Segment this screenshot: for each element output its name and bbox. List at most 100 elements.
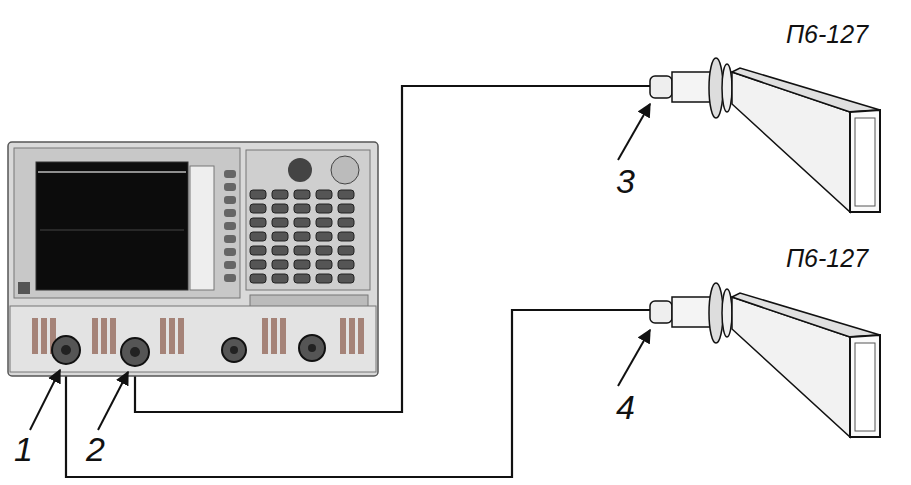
network-analyzer (190, 166, 214, 290)
horn-antenna (709, 58, 723, 118)
keypad (316, 260, 332, 269)
keypad (316, 232, 332, 241)
horn-antenna (850, 110, 880, 212)
network-analyzer (288, 158, 312, 182)
horn-antenna (855, 343, 875, 431)
horn-antenna (732, 297, 850, 437)
keypad (338, 218, 354, 227)
keypad (294, 260, 310, 269)
keypad (294, 274, 310, 283)
keypad (338, 232, 354, 241)
keypad (316, 204, 332, 213)
keypad (250, 246, 266, 255)
keypad (294, 218, 310, 227)
keypad (272, 190, 288, 199)
horn-antenna (650, 301, 672, 323)
keypad (32, 170, 364, 354)
callout-number: 4 (616, 390, 635, 424)
horn-antenna (709, 283, 723, 343)
network-analyzer (10, 306, 376, 372)
keypad (338, 246, 354, 255)
keypad (160, 318, 166, 354)
keypad (32, 318, 38, 354)
network-analyzer (61, 345, 71, 355)
keypad (224, 274, 236, 282)
horn-antenna (650, 58, 880, 212)
keypad (224, 248, 236, 256)
port-connector (52, 335, 325, 366)
leader-line (618, 104, 650, 160)
keypad (280, 318, 286, 354)
network-analyzer (40, 230, 184, 231)
horn-antenna (732, 293, 880, 337)
keypad (224, 235, 236, 243)
horn-antenna (672, 297, 712, 327)
leader-line (30, 104, 650, 430)
port-connector (299, 335, 325, 361)
network-analyzer (246, 150, 370, 290)
keypad (178, 318, 184, 354)
keypad (272, 204, 288, 213)
port-connector (52, 336, 80, 364)
keypad (294, 246, 310, 255)
keypad (338, 274, 354, 283)
keypad (294, 204, 310, 213)
keypad (272, 260, 288, 269)
keypad (338, 190, 354, 199)
leader-line (98, 372, 128, 430)
keypad (338, 204, 354, 213)
keypad (316, 218, 332, 227)
callout-number: 1 (14, 432, 33, 466)
network-analyzer (230, 346, 238, 354)
keypad (250, 260, 266, 269)
keypad (41, 318, 47, 354)
keypad (224, 222, 236, 230)
network-analyzer (331, 156, 359, 184)
keypad (272, 232, 288, 241)
keypad (250, 274, 266, 283)
keypad (250, 204, 266, 213)
network-analyzer (38, 171, 186, 173)
horn-antenna (722, 64, 732, 112)
horn-antenna (672, 72, 712, 102)
network-analyzer (308, 344, 316, 352)
horn-antenna (732, 68, 880, 112)
keypad (271, 318, 277, 354)
network-analyzer (61, 344, 316, 357)
model-label: П6-127 (786, 246, 868, 271)
keypad (224, 209, 236, 217)
keypad (316, 246, 332, 255)
callout-number: 3 (616, 164, 635, 198)
horn-antenna (732, 72, 850, 212)
network-analyzer (36, 162, 188, 290)
network-analyzer (8, 142, 378, 376)
network-analyzer (18, 282, 30, 294)
horn-antenna (650, 76, 672, 98)
model-label: П6-127 (786, 22, 868, 47)
port-connector (222, 338, 246, 362)
network-analyzer (14, 148, 240, 298)
keypad (338, 260, 354, 269)
keypad (101, 318, 107, 354)
leader-line (30, 370, 60, 430)
port-connector (121, 338, 149, 366)
network-analyzer (8, 142, 378, 376)
keypad (224, 170, 236, 178)
keypad (224, 183, 236, 191)
keypad (92, 318, 98, 354)
keypad (224, 196, 236, 204)
keypad (250, 232, 266, 241)
leader-line (618, 330, 650, 386)
keypad (169, 318, 175, 354)
keypad (272, 274, 288, 283)
keypad (294, 190, 310, 199)
keypad (316, 274, 332, 283)
horn-antenna (850, 335, 880, 437)
keypad (110, 318, 116, 354)
keypad (250, 190, 266, 199)
keypad (262, 318, 268, 354)
keypad (272, 218, 288, 227)
keypad (224, 261, 236, 269)
